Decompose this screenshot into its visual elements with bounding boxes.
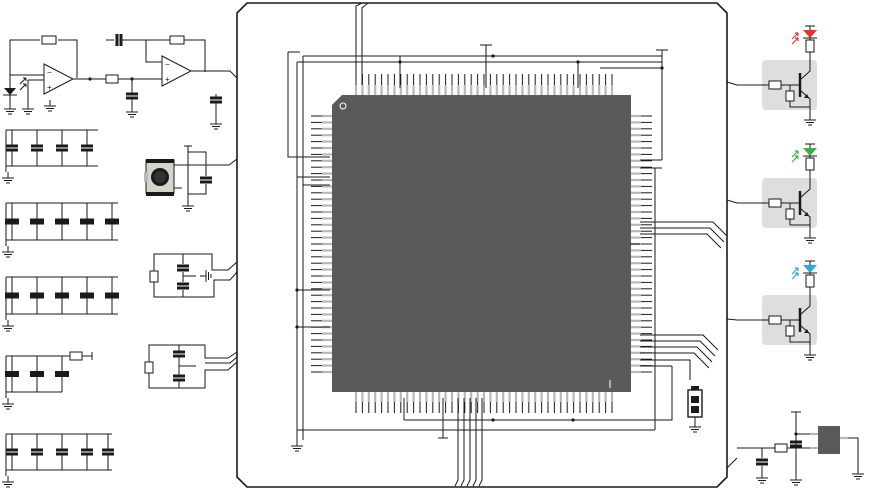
chip-pins-top [356,74,612,95]
chip-body [332,95,631,392]
led-driver-stage [727,26,817,125]
microcontroller-chip [311,74,652,413]
capacitor [30,371,44,377]
sensor-chip [818,426,840,454]
op-amp-stage: − + − + [3,34,237,129]
crystal-oscillator-1 [150,254,237,297]
sensor-module [727,412,864,485]
led-driver-stage [727,261,817,360]
photodiode-icon [3,75,26,114]
button-wiring [174,146,237,211]
led-driver-stage [727,144,817,243]
battery-icon [688,386,702,432]
capacitor [55,371,69,377]
capacitor [55,219,69,225]
chip-pins-left [311,116,332,372]
capacitor-row [2,277,119,331]
svg-text:−: − [47,68,52,77]
resistor [806,158,814,170]
capacitor [5,219,19,225]
resistor [806,275,814,287]
capacitor-row [2,434,114,487]
capacitor [30,293,44,299]
capacitor [5,293,19,299]
resistor [769,199,781,207]
led-driver-stages [727,26,817,360]
capacitor-row [2,203,119,257]
resistor [769,316,781,324]
led-icon [803,148,817,156]
capacitor [30,219,44,225]
crystal-oscillator-2 [145,345,237,388]
capacitor [5,371,19,377]
svg-text:+: + [47,83,52,92]
decoupling-capacitors [2,130,119,487]
chip-pins-bottom [356,392,612,413]
resistor [806,40,814,52]
capacitor-row [2,130,98,183]
svg-text:+: + [165,75,170,84]
capacitor [80,219,94,225]
led-icon [803,30,817,38]
resistor [769,81,781,89]
push-button-icon[interactable] [144,159,174,196]
capacitor [105,293,119,299]
svg-text:−: − [165,60,170,69]
capacitor-row [2,352,92,409]
capacitor [80,293,94,299]
capacitor [105,219,119,225]
capacitor [55,293,69,299]
resistor [70,352,82,360]
led-icon [803,265,817,273]
